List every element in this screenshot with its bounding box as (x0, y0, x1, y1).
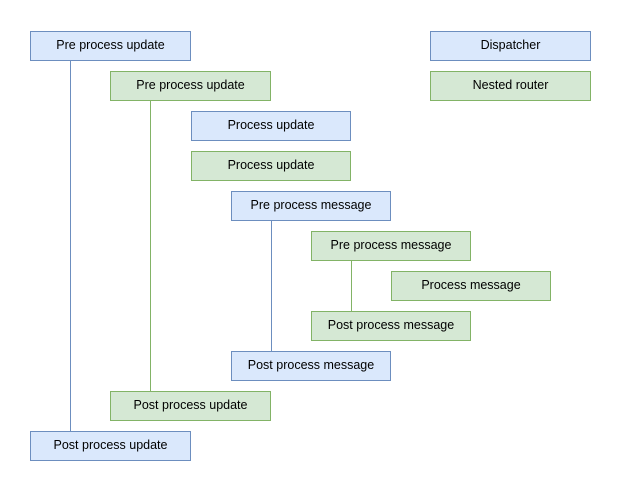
node-pre-process-update-router[interactable]: Pre process update (110, 71, 271, 101)
connector-line-pre-to-post-update-green (150, 101, 151, 391)
connector-line-pre-to-post-message-blue (271, 221, 272, 351)
legend-label: Nested router (472, 78, 549, 93)
node-process-message-router[interactable]: Process message (391, 271, 551, 301)
node-pre-process-message-dispatcher[interactable]: Pre process message (231, 191, 391, 221)
node-post-process-update-router[interactable]: Post process update (110, 391, 271, 421)
node-post-process-message-dispatcher[interactable]: Post process message (231, 351, 391, 381)
node-pre-process-update-dispatcher[interactable]: Pre process update (30, 31, 191, 61)
node-process-update-dispatcher[interactable]: Process update (191, 111, 351, 141)
node-label: Process message (421, 278, 521, 293)
legend-item-dispatcher[interactable]: Dispatcher (430, 31, 591, 61)
node-label: Post process update (53, 438, 168, 453)
node-label: Post process update (133, 398, 248, 413)
node-label: Pre process update (56, 38, 165, 53)
node-label: Process update (227, 118, 315, 133)
connector-line-pre-to-post-update-blue (70, 61, 71, 431)
node-label: Process update (227, 158, 315, 173)
node-label: Pre process message (250, 198, 372, 213)
node-label: Post process message (247, 358, 375, 373)
node-label: Pre process update (136, 78, 245, 93)
node-pre-process-message-router[interactable]: Pre process message (311, 231, 471, 261)
legend-label: Dispatcher (480, 38, 541, 53)
connector-line-pre-to-post-message-green (351, 261, 352, 311)
node-label: Pre process message (330, 238, 452, 253)
node-post-process-update-dispatcher[interactable]: Post process update (30, 431, 191, 461)
legend-item-nested-router[interactable]: Nested router (430, 71, 591, 101)
node-label: Post process message (327, 318, 455, 333)
node-post-process-message-router[interactable]: Post process message (311, 311, 471, 341)
node-process-update-router[interactable]: Process update (191, 151, 351, 181)
